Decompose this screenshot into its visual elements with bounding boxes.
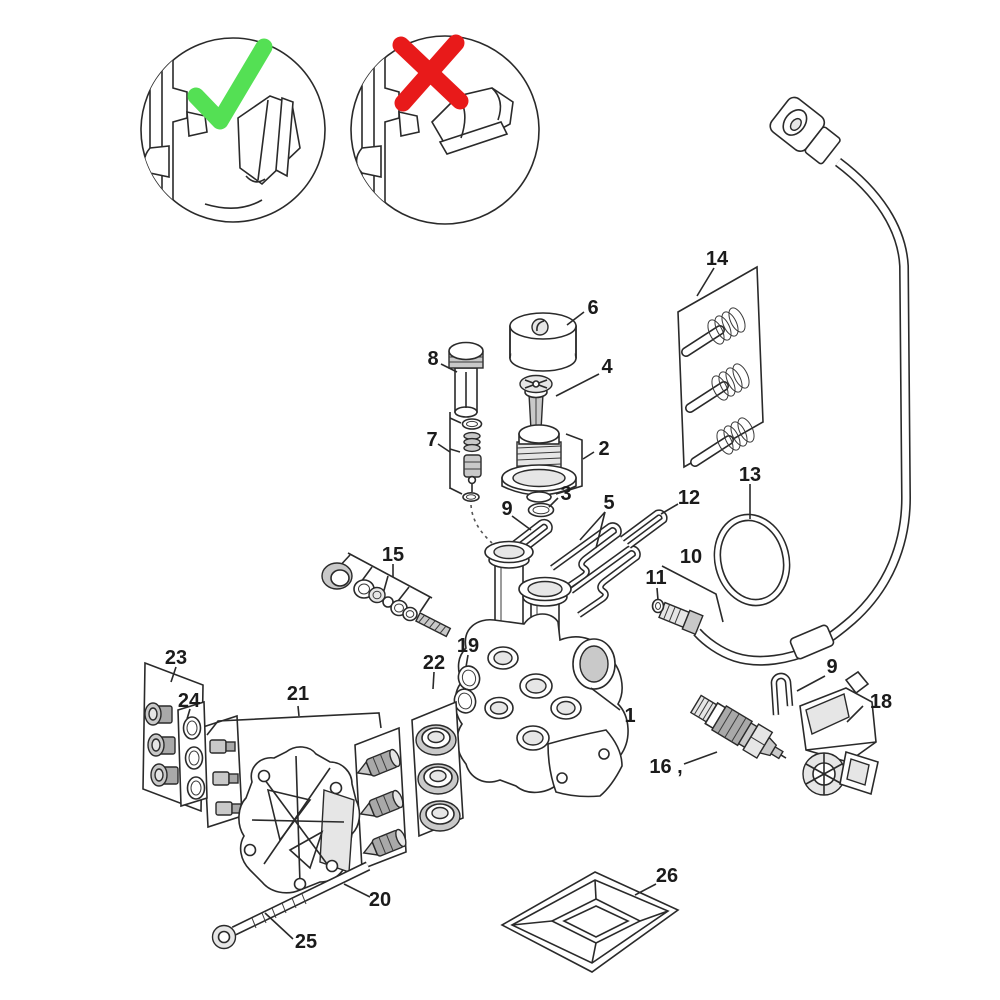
callout-19: 19 [456,635,480,657]
part-25-bolt [211,861,371,950]
callout-7: 7 [426,429,438,451]
callout-9b: 9 [826,656,838,678]
callout-24: 24 [177,690,201,712]
callout-11: 11 [645,567,667,589]
piston-spring-unit [690,417,755,467]
part-13-o-ring [713,513,791,607]
part-12-retaining-pin [620,509,668,549]
part-20-cylinder-head [238,746,361,894]
part-18-switch [799,670,879,796]
part-7-valve-kit [449,412,493,544]
callout-25: 25 [294,931,318,953]
piston-spring-unit [685,363,750,413]
callout-9a: 9 [501,498,513,520]
plug-fitting [212,771,239,786]
threaded-rod [415,612,452,638]
part-22-seal-set [411,700,464,838]
callout-6: 6 [587,297,599,319]
part-9-retaining-pin [504,518,553,560]
seal [419,800,461,832]
hex-plug [150,763,179,787]
plug-fitting [209,739,236,754]
callout-21: 21 [286,683,310,705]
valve-cartridge [356,748,401,777]
detail-circle-incorrect [350,34,540,225]
part-5-retaining-clip [569,545,641,618]
callout-14: 14 [705,248,729,270]
seal [417,763,459,795]
part-5-retaining-clip [550,522,622,595]
cross-icon [392,34,469,112]
leader-lines [170,267,864,940]
pump-bores [484,646,582,751]
seal [415,724,457,756]
part-21-valve-kit [202,705,407,871]
hex-plug [144,702,173,726]
part-1-pump-housing [454,540,629,798]
part-3-o-ring [527,502,555,518]
part-26-gasket-sheet [500,871,680,973]
callout-10: 10 [679,546,703,568]
callout-22: 22 [422,652,446,674]
valve-cartridge [362,828,407,857]
callout-26: 26 [655,865,679,887]
spring [463,431,481,453]
part-11-o-ring [651,598,665,614]
part-19-o-rings [453,665,481,714]
callout-5: 5 [603,492,615,514]
callout-20: 20 [368,889,392,911]
plug-fitting [215,801,242,816]
checkmark-icon [187,38,273,130]
part-6-cap [509,312,577,372]
callout-13: 13 [738,464,762,486]
hose-top-nut [769,96,841,165]
hose-ferrule [789,624,835,660]
valve-cartridge [359,789,404,818]
part-9-retaining-pin-b [770,672,794,716]
part-15-repair-kit [321,552,452,638]
callout-23: 23 [164,647,188,669]
callout-18: 18 [869,691,893,713]
callout-2: 2 [598,438,610,460]
callout-1: 1 [624,705,636,727]
callout-15: 15 [381,544,405,566]
callout-3: 3 [560,483,572,505]
callout-4: 4 [601,356,613,378]
part-10-high-pressure-hose [651,96,912,666]
callout-8: 8 [427,348,439,370]
part-16-valve [689,694,787,760]
callout-16: 16 , [649,756,683,778]
part-8-plunger [448,341,484,418]
hex-plug [147,733,176,757]
part-2-threaded-plug [501,424,577,503]
detail-circle-correct [140,37,326,223]
piston-spring-unit [681,307,746,357]
callout-12: 12 [677,487,701,509]
part-14-piston-spring-set [677,265,764,469]
hose-nipple [658,601,704,636]
part-24-o-ring-set [177,700,208,808]
